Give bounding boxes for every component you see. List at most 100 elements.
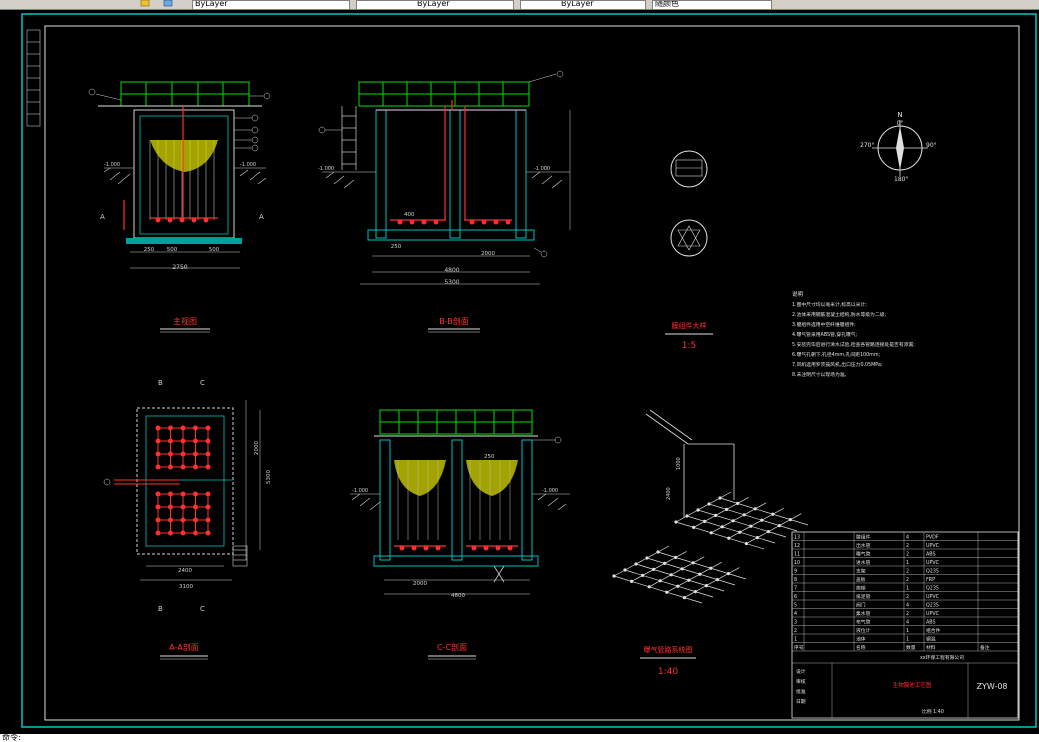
aa-dim-inner: 2400 [178, 568, 192, 574]
title-block-cell: 2 [906, 552, 909, 558]
section-aa-title: A-A剖面 [169, 642, 198, 652]
section-cc-title: C-C剖面 [437, 642, 467, 652]
title-block-cell: 盖板 [856, 576, 866, 583]
bb-elev-right: -1.000 [534, 166, 550, 172]
aa-dim-vert-a: 2000 [254, 441, 260, 455]
notes-line-8: 8.未注明尺寸以现场为准。 [792, 371, 849, 378]
compass-0: 0° [897, 120, 904, 127]
cc-elev-right: -1.000 [542, 488, 558, 494]
title-block-cell: 集水管 [856, 610, 871, 617]
pipe-system-scale: 1:40 [658, 667, 678, 677]
lineweight-control-label: ByLayer [561, 0, 594, 8]
plan-dim-a: 250 [144, 247, 155, 253]
title-block-cell: 11 [794, 552, 800, 558]
lineweight-control[interactable]: ByLayer [520, 0, 646, 9]
bb-dim-mid: 4800 [444, 267, 459, 274]
plan-elev-left: -1.000 [104, 162, 120, 168]
title-block-cell: 材料 [926, 644, 936, 651]
title-block-cell: 4 [906, 535, 909, 541]
title-block-cell: 钢混 [926, 636, 936, 643]
bb-elev-left: -1.000 [318, 166, 334, 172]
title-block-cell: 4 [794, 611, 797, 617]
title-block-drawing-no: ZYW-08 [976, 682, 1007, 691]
title-block-cell: PVDF [926, 535, 939, 541]
title-block-cell: FRP [926, 577, 935, 583]
title-block-cell: 2 [906, 569, 909, 575]
title-block-cell: 进水管 [856, 559, 871, 566]
title-block-cell: 膜组件 [856, 534, 871, 541]
bb-dim-left: 250 [391, 244, 402, 250]
plan-mark-a-left: A [100, 213, 105, 221]
title-block-cell: 布气管 [856, 619, 871, 626]
plan-dim-b: 500 [167, 247, 178, 253]
section-bb: 4800 5300 2000 250 -1.000 -1.000 400 B-B… [318, 70, 571, 333]
compass-180: 180° [894, 176, 908, 183]
title-block-cell: 1 [906, 628, 909, 634]
title-block-cell: 4 [906, 620, 909, 626]
command-prompt: 命令: [2, 733, 21, 742]
title-block-cell: UPVC [926, 594, 940, 600]
outer-frame [21, 13, 1037, 728]
title-block-cell: Q235 [926, 603, 939, 609]
title-block-cell: 数量 [906, 644, 916, 651]
plan-dim-c: 500 [209, 247, 220, 253]
title-block-cell: 7 [794, 586, 797, 592]
plan-elev-right: -1.000 [240, 162, 256, 168]
title-block-cell: 6 [794, 594, 797, 600]
title-block-cell: 4 [906, 603, 909, 609]
notes-line-6: 6.曝气孔朝下,孔径4mm,孔间距100mm; [792, 351, 880, 358]
color-control[interactable]: ByLayer [192, 0, 350, 9]
inner-frame [44, 25, 1020, 721]
section-bb-title: B-B剖面 [439, 316, 469, 326]
notes-line-5: 5.安装完毕后进行清水试验,检查各管路连接处是否有渗漏; [792, 341, 915, 348]
title-block-sign-label: 日期 [796, 699, 806, 705]
title-block-cell: 12 [794, 543, 800, 549]
title-block-cell: Q235 [926, 569, 939, 575]
title-block-cell: 支架 [856, 568, 866, 575]
plan-title: 主视图 [173, 316, 197, 326]
drawing-canvas[interactable]: 2750 250 500 500 -1.000 -1.000 A A 主视图 [0, 10, 1039, 734]
notes-heading: 说明 [792, 290, 804, 298]
title-block-cell: 1 [794, 637, 797, 643]
title-block-cell: 阀门 [856, 602, 866, 609]
title-block-cell: ABS [926, 552, 936, 558]
title-block-cell: 8 [794, 577, 797, 583]
aa-mark-b-top: B [158, 379, 163, 387]
title-block-cell: 出水管 [856, 542, 871, 549]
title-block-cell: 2 [794, 628, 797, 634]
title-block-sign-label: 批准 [796, 688, 806, 695]
title-block-cell: 1 [906, 586, 909, 592]
aa-mark-c-top: C [200, 379, 205, 387]
title-block-cell: 液位计 [856, 627, 871, 634]
notes-line-7: 7.风机选用罗茨鼓风机,出口压力0.05MPa; [792, 361, 883, 368]
aa-dim-outer: 3100 [179, 584, 193, 590]
linetype-control[interactable]: ByLayer [356, 0, 514, 9]
bb-dim-pipe: 400 [404, 212, 415, 218]
membrane-detail: 膜组件大样 1:5 [665, 150, 713, 351]
title-block-cell: UPVC [926, 611, 940, 617]
title-block-cell: Q235 [926, 586, 939, 592]
plotstyle-control[interactable]: 随颜色 [652, 0, 772, 9]
color-control-label: ByLayer [195, 0, 228, 8]
command-line[interactable]: 命令: [0, 734, 1039, 742]
binding-strip [26, 29, 41, 127]
layer-state-icon[interactable] [140, 0, 150, 8]
compass-n: N [897, 111, 902, 119]
title-block-cell: 2 [906, 594, 909, 600]
compass-270: 270° [860, 142, 874, 149]
plan-mark-a-right: A [259, 213, 264, 221]
title-block-cell: 1 [906, 560, 909, 566]
detail-scale: 1:5 [682, 341, 696, 351]
title-block-cell: 曝气管 [856, 551, 871, 558]
pipe-dim-b: 2400 [666, 487, 672, 500]
plan-view: 2750 250 500 500 -1.000 -1.000 A A 主视图 [88, 81, 271, 333]
layer-manager-icon[interactable] [163, 0, 173, 8]
title-block-cell: 2 [906, 611, 909, 617]
title-block-sign-label: 审核 [796, 678, 806, 685]
cover-grid [120, 81, 250, 107]
properties-toolbar: ByLayer ByLayer ByLayer 随颜色 [0, 0, 1039, 10]
title-block-cell: 备注 [980, 644, 990, 651]
title-block-sign-label: 设计 [796, 668, 806, 675]
linetype-control-label: ByLayer [417, 0, 450, 8]
